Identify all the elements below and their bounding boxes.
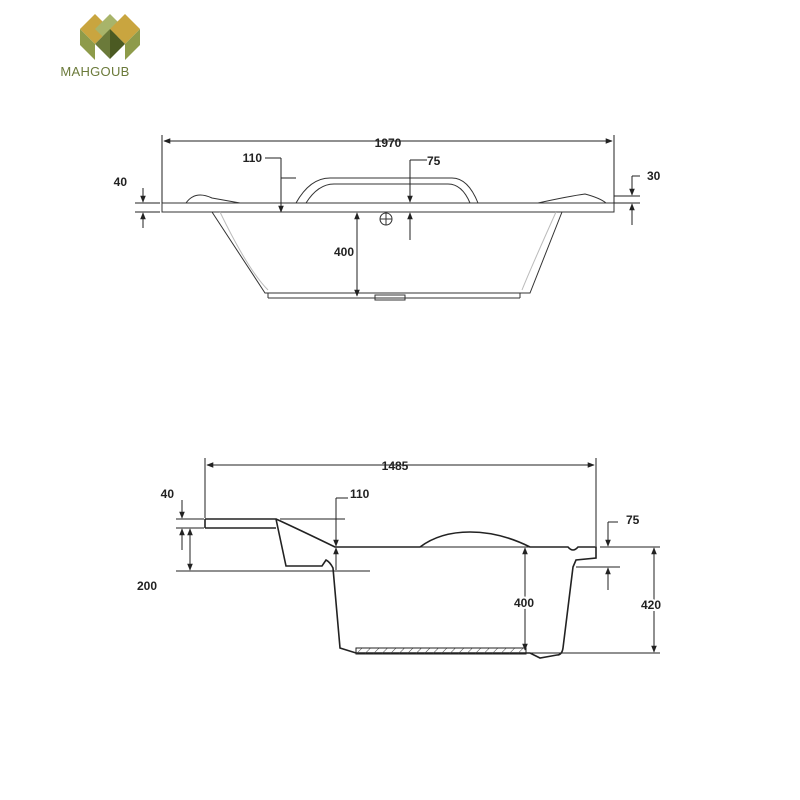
dim-depth: 400 [334, 245, 354, 259]
top-view-right-bump [537, 193, 607, 204]
top-view-left-bump [185, 194, 241, 204]
dim-side-overflow: 75 [626, 513, 640, 527]
side-view-outline [205, 518, 597, 659]
top-view-headrest [295, 177, 479, 204]
side-view-dimensions [176, 458, 660, 654]
dim-overflow: 75 [427, 154, 441, 168]
dim-length: 1970 [375, 136, 402, 150]
dim-total-height: 420 [641, 598, 661, 612]
top-view-dimensions [135, 135, 640, 297]
dim-side-depth: 400 [514, 596, 534, 610]
dim-step: 110 [243, 151, 263, 165]
dim-side-rim: 40 [161, 487, 175, 501]
dim-rim-left: 40 [114, 175, 128, 189]
dim-width: 1485 [382, 459, 409, 473]
brand-name: MAHGOUB [60, 64, 130, 79]
top-view-body [211, 211, 563, 294]
side-view-base-hatch [355, 647, 527, 655]
top-view-rim [161, 202, 615, 213]
dim-seat: 200 [137, 579, 157, 593]
top-view [161, 177, 615, 301]
brand-logo: MAHGOUB [40, 12, 160, 84]
dim-rim-right: 30 [647, 169, 661, 183]
mahgoub-logo-icon [80, 14, 140, 60]
side-view [204, 518, 597, 659]
dim-side-step: 110 [350, 487, 370, 501]
